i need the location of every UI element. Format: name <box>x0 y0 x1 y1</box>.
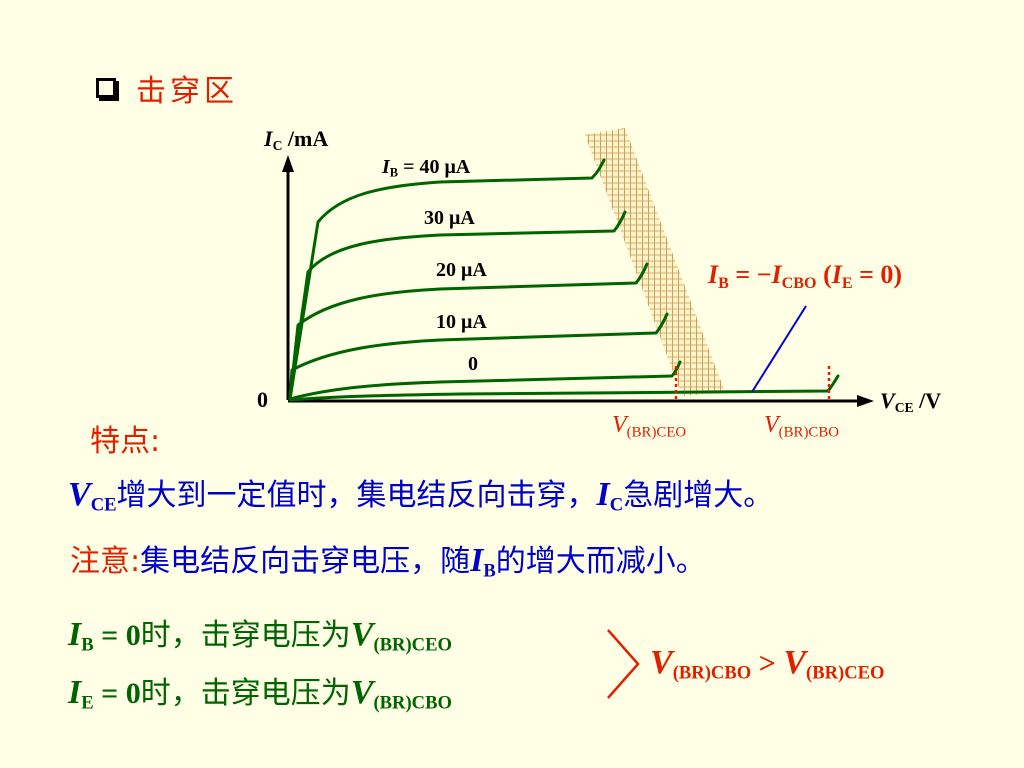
curve-ib-20 <box>288 262 649 401</box>
heading-text: 击穿区 <box>136 74 238 109</box>
curve-ie-0 <box>288 374 840 402</box>
note-label: 注意: <box>70 544 141 579</box>
y-axis-label: IC /mA <box>264 126 329 154</box>
condition-ib-zero: IB = 0时，击穿电压为V(BR)CEO <box>68 616 452 656</box>
curve-label-ib-0: 0 <box>468 353 478 375</box>
curve-ib-40 <box>288 158 606 401</box>
vbr-ceo-label: V(BR)CEO <box>612 412 687 441</box>
feature-line-vce: VCE增大到一定值时，集电结反向击穿，IC急剧增大。 <box>68 476 774 516</box>
curve-label-ib-40: IB = 40 μA <box>382 156 471 180</box>
x-axis-label: VCE /V <box>880 388 942 416</box>
vbr-cbo-label: V(BR)CBO <box>764 412 840 441</box>
features-title: 特点: <box>90 424 161 459</box>
note-line: 注意:集电结反向击穿电压，随IB的增大而减小。 <box>70 542 706 582</box>
breakdown-comparison: V(BR)CBO > V(BR)CEO <box>650 644 885 684</box>
curve-ib-10 <box>288 312 669 401</box>
checkbox-bullet-icon <box>96 78 116 98</box>
breakdown-region-hatch <box>585 128 725 396</box>
curve-label-ib-30: 30 μA <box>424 207 475 229</box>
origin-label: 0 <box>257 387 268 412</box>
bracket-icon <box>607 629 640 699</box>
curve-label-ib-10: 10 μA <box>436 311 487 333</box>
curve-ib-0 <box>288 360 682 401</box>
icbo-annotation: IB = −ICBO (IE = 0) <box>708 260 903 292</box>
y-axis-arrow-icon <box>282 155 294 172</box>
icbo-pointer-line <box>751 305 807 393</box>
x-axis-arrow-icon <box>857 395 874 407</box>
curve-label-ib-20: 20 μA <box>436 259 487 281</box>
condition-ie-zero: IE = 0时，击穿电压为V(BR)CBO <box>68 674 452 714</box>
section-heading: 击穿区 <box>96 66 238 110</box>
curve-ib-30 <box>288 210 627 401</box>
